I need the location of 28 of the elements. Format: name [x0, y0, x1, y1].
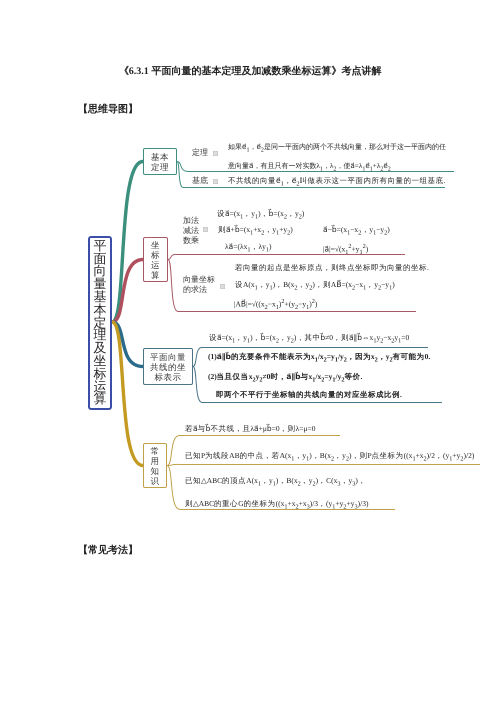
topic-box: 常用知识: [143, 443, 167, 488]
topic-box: 平面向量共线的坐标表示: [143, 348, 193, 385]
topic-box: 坐标运算: [143, 237, 168, 282]
branch-connector: [168, 254, 176, 260]
subtopic-heading: 定理: [192, 148, 209, 158]
branch-connector: [168, 259, 178, 312]
subtopic-heading: 基底: [192, 176, 209, 186]
subtopic-heading: 向量坐标的求法: [183, 275, 216, 295]
branch-connector: [192, 366, 202, 403]
central-topic-box: 平面向量基本定理及坐标运算: [88, 236, 112, 410]
branch-connector: [176, 161, 188, 172]
branch-connector: [166, 464, 180, 466]
subtopic-branch: [202, 350, 442, 403]
subtopic-branch: [202, 331, 428, 348]
subtopic-branch: [176, 206, 405, 255]
subtopic-heading: 加法减法数乘: [183, 216, 200, 246]
section-heading: 【思维导图】: [78, 104, 138, 116]
section-heading: 【常见考法】: [78, 545, 138, 557]
subtopic-branch: [183, 175, 445, 188]
topic-box: 基本定理: [143, 148, 177, 175]
branch-connector: [110, 258, 145, 324]
branch-connector: [110, 320, 145, 468]
branch-connector: [166, 434, 180, 466]
branch-connector: [176, 161, 184, 188]
branch-connector: [166, 465, 180, 510]
branch-connector: [192, 346, 202, 367]
title: 《6.3.1 平面向量的基本定理及加减数乘坐标运算》考点讲解: [118, 66, 382, 78]
subtopic-branch: [180, 423, 340, 436]
